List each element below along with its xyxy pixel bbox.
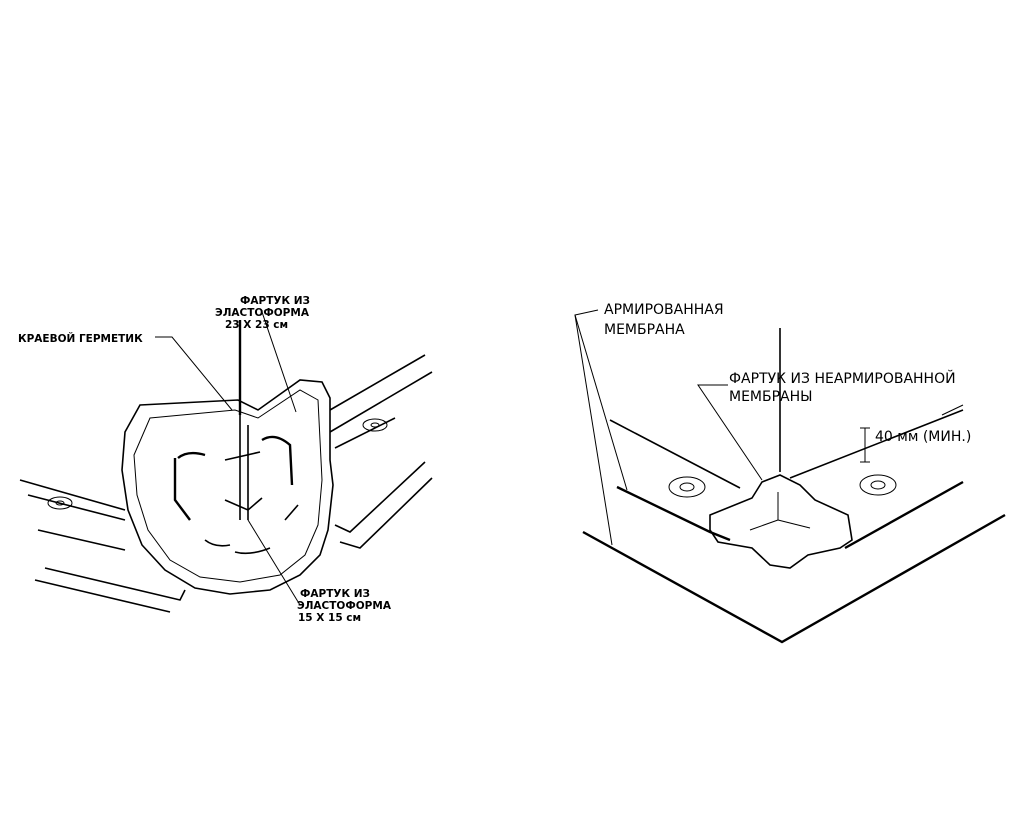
label-apron-small-line3: 15 X 15 см (298, 612, 361, 624)
label-reinforced-membrane-line1: АРМИРОВАННАЯ (604, 302, 724, 318)
right-membrane-edge-inner (616, 485, 731, 542)
label-edge-sealant: КРАЕВОЙ ГЕРМЕТИК (18, 332, 143, 345)
label-reinforced-membrane-line2: МЕМБРАНА (604, 322, 685, 338)
left-fastener-2 (362, 418, 388, 432)
label-apron-small-line1: ФАРТУК ИЗ (300, 588, 370, 600)
label-apron-large-line3: 23 X 23 см (225, 319, 288, 331)
left-corner-detail: КРАЕВОЙ ГЕРМЕТИК ФАРТУК ИЗ ЭЛАСТОФОРМА 2… (18, 295, 433, 624)
left-apron-small (173, 435, 299, 555)
label-apron-large-line2: ЭЛАСТОФОРМА (215, 307, 310, 319)
left-apron-large (121, 379, 334, 595)
label-dimension-40mm: 40 мм (МИН.) (875, 429, 971, 445)
label-apron-small-line2: ЭЛАСТОФОРМА (297, 600, 392, 612)
right-membrane-edge-outer (582, 513, 1006, 644)
left-fastener-1 (47, 496, 73, 510)
right-fastener-2 (859, 474, 897, 496)
right-apron-nonreinforced (709, 474, 853, 569)
right-corner-detail: АРМИРОВАННАЯ МЕМБРАНА ФАРТУК ИЗ НЕАРМИРО… (574, 302, 1006, 644)
label-apron-nonreinforced-line1: ФАРТУК ИЗ НЕАРМИРОВАННОЙ (729, 369, 956, 387)
label-apron-nonreinforced-line2: МЕМБРАНЫ (729, 389, 813, 405)
label-apron-large-line1: ФАРТУК ИЗ (240, 295, 310, 307)
left-membrane-panels (19, 354, 433, 613)
right-fastener-1 (668, 476, 706, 498)
